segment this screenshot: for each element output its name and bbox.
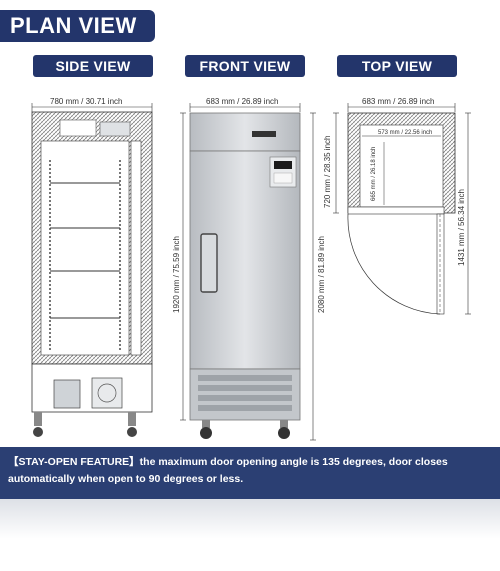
- front-view-drawing: [180, 103, 316, 441]
- front-body-height-dimension: 1920 mm / 75.59 inch: [172, 236, 181, 313]
- bottom-shadow: [0, 499, 500, 571]
- top-view-drawing: [333, 103, 471, 315]
- front-total-height-dimension: 2080 mm / 81.89 inch: [317, 236, 326, 313]
- top-inner-width-dimension: 573 mm / 22.56 inch: [378, 130, 433, 136]
- side-width-dimension: 780 mm / 30.71 inch: [50, 97, 123, 106]
- side-view-label: SIDE VIEW: [33, 55, 153, 77]
- top-width-dimension: 683 mm / 26.89 inch: [362, 97, 435, 106]
- front-width-dimension: 683 mm / 26.89 inch: [206, 97, 279, 106]
- top-view-label: TOP VIEW: [337, 55, 457, 77]
- technical-drawing: [31, 103, 471, 441]
- plan-view-banner: PLAN VIEW: [0, 10, 155, 42]
- top-inner-depth-dimension: 665 mm / 26.18 inch: [371, 146, 377, 201]
- side-view-drawing: [31, 103, 153, 437]
- front-view-label: FRONT VIEW: [185, 55, 305, 77]
- top-depth-dimension: 720 mm / 28.35 inch: [323, 135, 332, 208]
- stay-open-feature-note: 【STAY-OPEN FEATURE】the maximum door open…: [0, 447, 500, 499]
- top-open-depth-dimension: 1431 mm / 56.34 inch: [457, 189, 466, 266]
